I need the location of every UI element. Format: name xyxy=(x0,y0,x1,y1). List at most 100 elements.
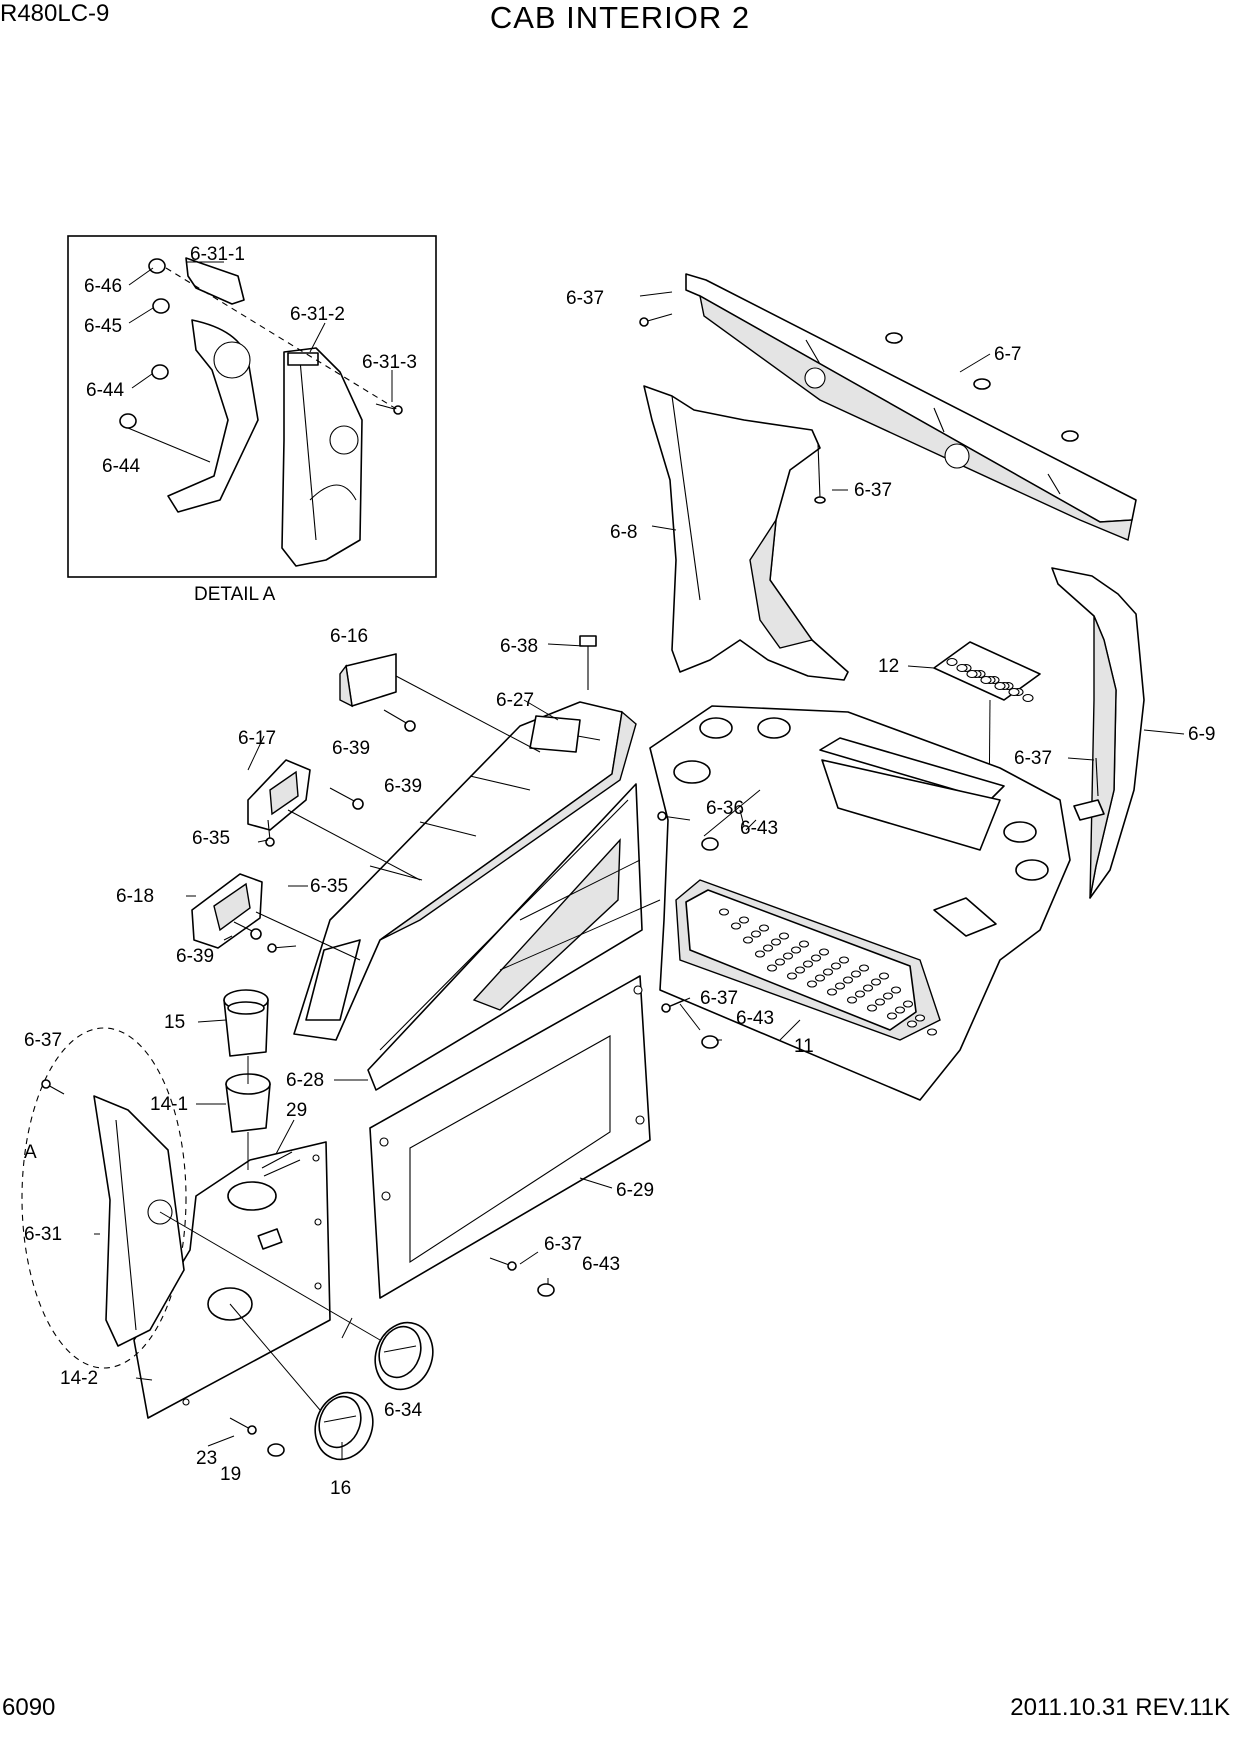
tray-hole xyxy=(914,1014,926,1022)
callout-6-46: 6-46 xyxy=(84,276,122,297)
tray-hole xyxy=(926,1028,938,1036)
mat-hole xyxy=(980,675,992,685)
callout-leaders xyxy=(94,291,1185,1460)
callout-6-18: 6-18 xyxy=(116,886,154,907)
revision-date: 2011.10.31 REV.11K xyxy=(1010,1694,1230,1721)
tray-hole xyxy=(730,922,742,930)
callout-6-35-b: 6-35 xyxy=(310,876,348,897)
detail-a-caption: DETAIL A xyxy=(194,584,276,605)
callout-23: 23 xyxy=(196,1448,217,1469)
mat-hole xyxy=(1008,687,1020,697)
knob-6-34 xyxy=(374,1321,434,1391)
tray-hole xyxy=(758,924,770,932)
tray-hole xyxy=(798,940,810,948)
bracket-6-16 xyxy=(339,653,397,708)
callout-6-39-c: 6-39 xyxy=(176,946,214,967)
callout-6-37-top: 6-37 xyxy=(566,288,604,309)
mat-hole xyxy=(946,657,958,667)
callout-6-16: 6-16 xyxy=(330,626,368,647)
mat-hole xyxy=(1022,693,1034,703)
bracket-6-17 xyxy=(247,759,311,831)
detail-a-reference xyxy=(21,1027,187,1369)
side-panel-6-28 xyxy=(367,783,643,1091)
tray-hole xyxy=(822,968,834,976)
callout-6-37-d: 6-37 xyxy=(700,988,738,1009)
page-title: CAB INTERIOR 2 xyxy=(489,0,751,35)
tray-hole xyxy=(850,970,862,978)
tray-hole xyxy=(738,916,750,924)
tray-hole xyxy=(750,930,762,938)
tray-hole xyxy=(806,980,818,988)
callout-14-1: 14-1 xyxy=(150,1094,188,1115)
tray-hole xyxy=(790,946,802,954)
callout-6-35-a: 6-35 xyxy=(192,828,230,849)
callout-6-28: 6-28 xyxy=(286,1070,324,1091)
callout-6-29: 6-29 xyxy=(616,1180,654,1201)
tray-hole xyxy=(782,952,794,960)
callout-19: 19 xyxy=(220,1464,241,1485)
tray-hole xyxy=(810,954,822,962)
callout-6-31-2: 6-31-2 xyxy=(290,304,345,325)
callout-6-17: 6-17 xyxy=(238,728,276,749)
callout-6-31-1: 6-31-1 xyxy=(190,244,245,265)
callout-labels: 6-31-1 6-46 6-45 6-31-2 6-31-3 6-44 6-44… xyxy=(24,244,1215,1499)
callout-16: 16 xyxy=(330,1478,351,1499)
reference-lines xyxy=(159,675,761,1411)
callout-6-39-a: 6-39 xyxy=(332,738,370,759)
tray-hole xyxy=(890,986,902,994)
tray-hole xyxy=(778,932,790,940)
mat-hole xyxy=(994,681,1006,691)
callout-6-9: 6-9 xyxy=(1188,724,1215,745)
callout-29: 29 xyxy=(286,1100,307,1121)
tray-hole xyxy=(902,1000,914,1008)
tray-hole xyxy=(870,978,882,986)
tray-hole xyxy=(858,964,870,972)
tray-hole xyxy=(834,982,846,990)
callout-6-39-b: 6-39 xyxy=(384,776,422,797)
tray-hole xyxy=(818,948,830,956)
tray-hole xyxy=(802,960,814,968)
callout-6-37-e: 6-37 xyxy=(24,1030,62,1051)
callout-14-2: 14-2 xyxy=(60,1368,98,1389)
mat-hole xyxy=(956,663,968,673)
detail-a-marker: A xyxy=(24,1142,37,1163)
callout-6-37-f: 6-37 xyxy=(544,1234,582,1255)
callout-6-36: 6-36 xyxy=(706,798,744,819)
bracket-6-18 xyxy=(191,873,263,949)
callout-6-8: 6-8 xyxy=(610,522,637,543)
callout-6-43-a: 6-43 xyxy=(740,818,778,839)
tray-hole xyxy=(774,958,786,966)
callout-6-44-b: 6-44 xyxy=(102,456,140,477)
callout-6-45: 6-45 xyxy=(84,316,122,337)
tray-hole xyxy=(754,950,766,958)
tray-hole xyxy=(882,992,894,1000)
callout-6-38: 6-38 xyxy=(500,636,538,657)
tray-hole xyxy=(742,936,754,944)
tray-hole xyxy=(826,988,838,996)
tray-hole xyxy=(770,938,782,946)
callout-6-43-c: 6-43 xyxy=(582,1254,620,1275)
callout-6-31: 6-31 xyxy=(24,1224,62,1245)
tray-hole xyxy=(838,956,850,964)
callout-6-7: 6-7 xyxy=(994,344,1021,365)
pillar-trim-6-9 xyxy=(1051,567,1145,899)
callout-12: 12 xyxy=(878,656,899,677)
tray-hole xyxy=(762,944,774,952)
tray-hole xyxy=(862,984,874,992)
tray-hole xyxy=(786,972,798,980)
tray-hole xyxy=(842,976,854,984)
callout-6-43-b: 6-43 xyxy=(736,1008,774,1029)
cup-holder-15 xyxy=(223,989,269,1057)
callout-6-37-c: 6-37 xyxy=(1014,748,1052,769)
tray-hole xyxy=(874,998,886,1006)
lower-trim-14-2 xyxy=(133,1141,331,1419)
mat-hole xyxy=(966,669,978,679)
model-number: R480LC-9 xyxy=(0,0,110,27)
tray-hole xyxy=(814,974,826,982)
console-6-27 xyxy=(293,635,637,1041)
callout-6-44-a: 6-44 xyxy=(86,380,124,401)
tray-hole xyxy=(878,972,890,980)
side-panel-6-29 xyxy=(369,975,651,1299)
tray-hole xyxy=(894,1006,906,1014)
